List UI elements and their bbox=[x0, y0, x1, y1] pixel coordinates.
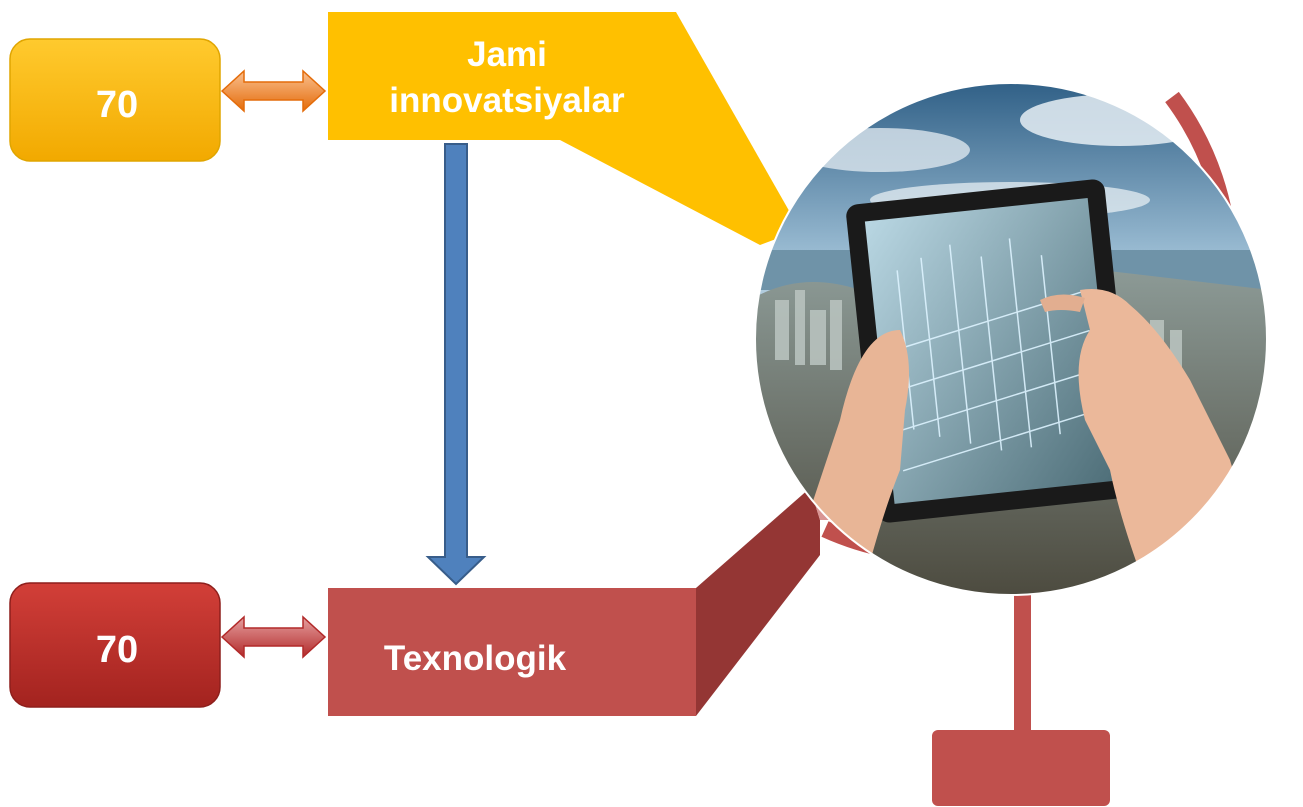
bottom-value-box bbox=[9, 582, 221, 708]
bottom-value-text: 70 bbox=[96, 629, 138, 671]
total-innovations-title-line2: innovatsiyalar bbox=[389, 81, 625, 120]
bottom-double-arrow bbox=[220, 615, 327, 659]
top-value-text: 70 bbox=[96, 84, 138, 126]
tablet-city-photo bbox=[755, 83, 1267, 595]
top-value-box bbox=[9, 38, 221, 162]
globe-stand-base bbox=[932, 730, 1110, 806]
texnologik-box bbox=[328, 588, 696, 716]
top-double-arrow bbox=[220, 69, 327, 113]
photo-frame bbox=[754, 82, 1268, 596]
texnologik-box-side bbox=[696, 488, 820, 716]
total-innovations-title-line1: Jami bbox=[467, 35, 547, 74]
down-arrow bbox=[425, 143, 487, 586]
total-innovations-box bbox=[328, 12, 668, 140]
globe-stand-stem bbox=[1014, 592, 1031, 732]
texnologik-title: Texnologik bbox=[384, 639, 567, 678]
